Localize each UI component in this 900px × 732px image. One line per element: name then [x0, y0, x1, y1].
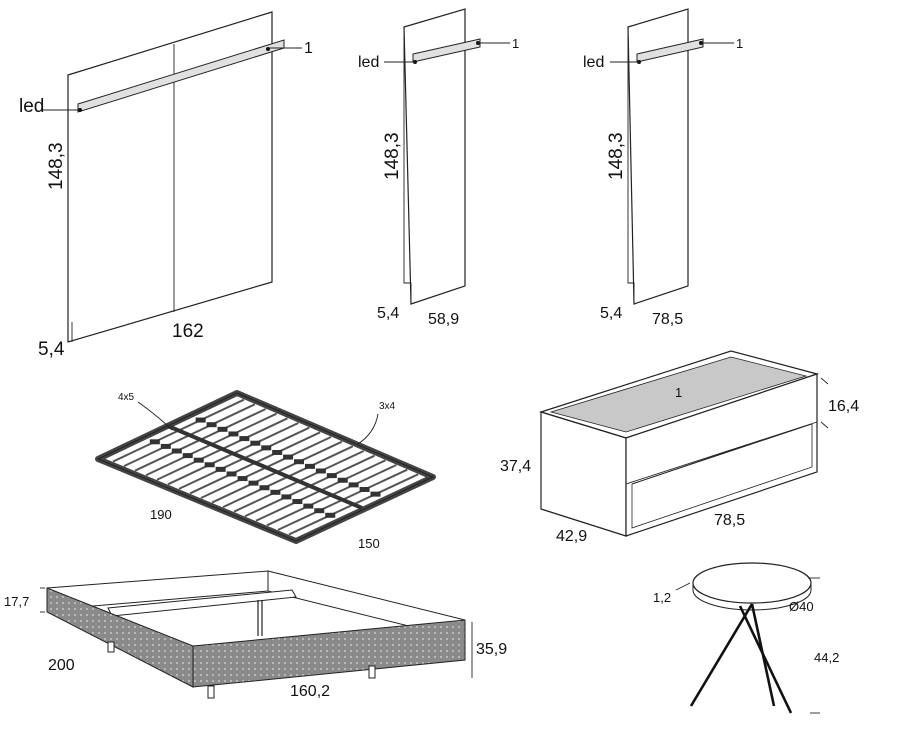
slat-holder: [326, 473, 337, 479]
slat-holder: [303, 503, 314, 509]
slat-holder: [228, 431, 239, 437]
side-table-top: [692, 562, 812, 604]
headboard-large-led-label: led: [19, 96, 44, 117]
bed-frame: 17,7 200 160,2 35,9: [4, 570, 507, 700]
slat-holder: [292, 499, 303, 505]
slat-holder: [195, 417, 206, 423]
slat-holder: [160, 443, 171, 449]
slat-holder: [171, 448, 182, 454]
slat-holder: [261, 445, 272, 451]
side-table-leg: [689, 603, 754, 707]
nightstand-part-label: 1: [675, 385, 682, 400]
nightstand-glass-top: [549, 356, 808, 433]
slat-base-length: 190: [150, 507, 172, 522]
side-table-top-thickness: 1,2: [653, 590, 671, 605]
bed-frame-length: 200: [48, 657, 75, 674]
slat-holder: [348, 482, 359, 488]
bed-frame-front-side: [192, 619, 466, 688]
bed-frame-width: 160,2: [290, 683, 330, 700]
headboard-large-height: 148,3: [46, 142, 67, 190]
slat-holder: [226, 471, 237, 477]
headboard-medium-part-label: 1: [512, 36, 519, 51]
headboard-small-led-label: led: [583, 54, 604, 71]
headboard-large: led 1 148,3 5,4 162: [19, 11, 313, 360]
slat-holder: [370, 491, 381, 497]
nightstand: 1 16,4 37,4 42,9 78,5: [500, 350, 859, 545]
slat-holder: [283, 454, 294, 460]
slat-holder: [206, 422, 217, 428]
nightstand-width: 78,5: [714, 512, 745, 529]
side-table-leg: [738, 605, 793, 714]
headboard-small: led 1 148,3 5,4 78,5: [583, 8, 743, 328]
bed-frame-leg: [207, 685, 215, 699]
slat-holder: [250, 440, 261, 446]
headboard-small-depth: 5,4: [600, 305, 622, 322]
headboard-large-depth: 5,4: [38, 339, 65, 360]
slat-base-width: 150: [358, 536, 380, 551]
side-table: 1,2 Ø40 44,2: [653, 562, 839, 714]
side-table-diameter: Ø40: [789, 599, 814, 614]
slat-holder: [281, 494, 292, 500]
slat-holder: [359, 487, 370, 493]
nightstand-drawer-height: 16,4: [828, 398, 859, 415]
slat-holder: [304, 463, 315, 469]
slat-holder: [204, 462, 215, 468]
headboard-small-width: 78,5: [652, 311, 683, 328]
bed-frame-total-height: 35,9: [476, 641, 507, 658]
nightstand-depth: 42,9: [556, 528, 587, 545]
side-table-height: 44,2: [814, 650, 839, 665]
nightstand-front: [625, 373, 818, 537]
slat-holder: [259, 485, 270, 491]
bed-frame-leg: [107, 641, 115, 653]
slat-base-profile-a: 4x5: [118, 392, 135, 403]
slat-holder: [217, 426, 228, 432]
bed-frame-frame-height: 17,7: [4, 594, 29, 609]
slat-holder: [294, 459, 305, 465]
headboard-medium-width: 58,9: [428, 311, 459, 328]
headboard-small-part-label: 1: [736, 36, 743, 51]
headboard-large-width: 162: [172, 321, 204, 342]
headboard-medium: led 1 148,3 5,4 58,9: [358, 8, 519, 328]
headboard-medium-depth: 5,4: [377, 305, 399, 322]
slat-holder: [315, 468, 326, 474]
slat-holder: [149, 439, 160, 445]
headboard-large-part-label: 1: [304, 40, 313, 57]
slat-base: 4x5 3x4 190 150: [95, 390, 436, 551]
slat-holder: [239, 436, 250, 442]
slat-holder: [270, 489, 281, 495]
headboard-medium-led-rail: [412, 38, 481, 63]
slat-holder: [325, 512, 336, 518]
slat-holder: [248, 480, 259, 486]
headboard-medium-height: 148,3: [382, 132, 403, 180]
nightstand-height: 37,4: [500, 458, 531, 475]
slat-holder: [337, 477, 348, 483]
headboard-small-led-rail: [636, 38, 704, 63]
headboard-small-panel: [627, 8, 689, 305]
slat-holder: [272, 449, 283, 455]
nightstand-drawer-line: [625, 421, 818, 485]
headboard-medium-led-label: led: [358, 54, 379, 71]
headboard-medium-panel: [403, 8, 466, 305]
slat-base-profile-b: 3x4: [379, 401, 396, 412]
slat-holder: [182, 453, 193, 459]
headboard-small-height: 148,3: [606, 132, 627, 180]
slat-holder: [215, 466, 226, 472]
slat-base-center-rail: [167, 424, 363, 510]
slat-holder: [237, 476, 248, 482]
slat-holder: [314, 508, 325, 514]
bed-frame-leg: [368, 665, 376, 679]
slat-holder: [193, 457, 204, 463]
